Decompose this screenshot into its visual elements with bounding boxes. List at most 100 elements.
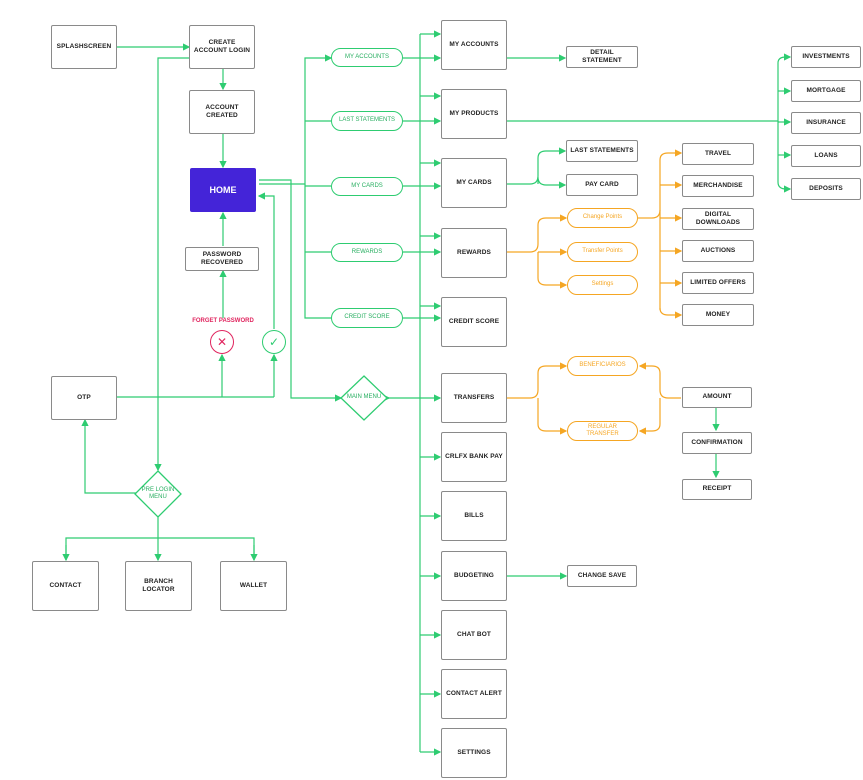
pill-regular-transfer-label: REGULAR TRANSFER (586, 423, 619, 437)
receipt-node[interactable]: RECEIPT (682, 479, 752, 500)
green-connectors (62, 30, 792, 756)
insurance-label: INSURANCE (806, 118, 846, 126)
auctions-label: AUCTIONS (700, 246, 736, 254)
my-products-label: MY PRODUCTS (449, 109, 499, 117)
pre-login-menu-label: PRE LOGIN MENU (141, 486, 175, 500)
travel-node[interactable]: TRAVEL (682, 143, 754, 165)
pill-credit-score-label: CREDIT SCORE (344, 314, 390, 321)
loans-label: LOANS (814, 151, 838, 159)
contact-alert-label: CONTACT ALERT (446, 689, 502, 697)
otp-label: OTP (77, 393, 91, 401)
pill-settings[interactable]: Settings (567, 275, 638, 295)
transfers-node[interactable]: TRANSFERS (441, 373, 507, 423)
amount-label: AMOUNT (702, 393, 732, 401)
my-products-node[interactable]: MY PRODUCTS (441, 89, 507, 139)
loans-node[interactable]: LOANS (791, 145, 861, 167)
digital-downloads-node[interactable]: DIGITAL DOWNLOADS (682, 208, 754, 230)
travel-label: TRAVEL (704, 149, 732, 157)
change-save-label: CHANGE SAVE (577, 571, 627, 579)
auctions-node[interactable]: AUCTIONS (682, 240, 754, 262)
pill-my-cards-label: MY CARDS (351, 182, 383, 189)
investments-node[interactable]: INVESTMENTS (791, 46, 861, 68)
account-created-node[interactable]: ACCOUNT CREATED (189, 90, 255, 134)
deposits-node[interactable]: DEPOSITS (791, 178, 861, 200)
pill-transfer-points[interactable]: Transfer Points (567, 242, 638, 262)
create-account-label: CREATE ACCOUNT LOGIN (193, 38, 251, 54)
pre-login-menu-diamond[interactable] (134, 470, 182, 518)
pill-change-points[interactable]: Change Points (567, 208, 638, 228)
pill-my-accounts-label: MY ACCOUNTS (345, 53, 389, 60)
budgeting-node[interactable]: BUDGETING (441, 551, 507, 601)
merchandise-label: MERCHANDISE (693, 181, 743, 189)
merchandise-node[interactable]: MERCHANDISE (682, 175, 754, 197)
transfers-label: TRANSFERS (453, 393, 495, 401)
limited-offers-node[interactable]: LIMITED OFFERS (682, 272, 754, 294)
create-account-node[interactable]: CREATE ACCOUNT LOGIN (189, 25, 255, 69)
change-save-node[interactable]: CHANGE SAVE (567, 565, 637, 587)
pill-last-statements[interactable]: LAST STATEMENTS (331, 111, 403, 131)
close-icon[interactable]: ✕ (210, 330, 234, 354)
rewards-label: REWARDS (457, 248, 491, 256)
crlfx-bank-pay-node[interactable]: CRLFX BANK PAY (441, 432, 507, 482)
chat-bot-node[interactable]: CHAT BOT (441, 610, 507, 660)
contact-alert-node[interactable]: CONTACT ALERT (441, 669, 507, 719)
crlfx-bank-pay-label: CRLFX BANK PAY (445, 452, 503, 460)
pill-my-cards[interactable]: MY CARDS (331, 177, 403, 196)
rewards-node[interactable]: REWARDS (441, 228, 507, 278)
main-menu-diamond[interactable] (340, 375, 388, 421)
settings-label: SETTINGS (457, 748, 491, 756)
insurance-node[interactable]: INSURANCE (791, 112, 861, 134)
home-label: HOME (209, 185, 237, 195)
pill-beneficiarios-label: BENEFICIARIOS (579, 362, 626, 369)
bills-node[interactable]: BILLS (441, 491, 507, 541)
digital-downloads-label: DIGITAL DOWNLOADS (695, 210, 741, 226)
pill-transfer-points-label: Transfer Points (582, 248, 623, 255)
pill-rewards-label: REWARDS (351, 248, 383, 255)
wallet-node[interactable]: WALLET (220, 561, 287, 611)
contact-label: CONTACT (49, 581, 82, 589)
splashscreen-node[interactable]: SPLASHSCREEN (51, 25, 117, 69)
credit-score-node[interactable]: CREDIT SCORE (441, 297, 507, 347)
detail-statement-node[interactable]: DETAIL STATEMENT (566, 46, 638, 68)
limited-offers-label: LIMITED OFFERS (690, 278, 746, 286)
pay-card-node[interactable]: PAY CARD (566, 174, 638, 196)
otp-node[interactable]: OTP (51, 376, 117, 420)
investments-label: INVESTMENTS (802, 52, 850, 60)
pill-settings-label: Settings (591, 281, 614, 288)
pill-credit-score[interactable]: CREDIT SCORE (331, 308, 403, 328)
password-recovered-label: PASSWORD RECOVERED (200, 250, 244, 266)
main-menu-label: MAIN MENU (346, 394, 382, 401)
orange-connectors (507, 149, 683, 435)
splashscreen-label: SPLASHSCREEN (56, 42, 112, 50)
last-statements-node[interactable]: LAST STATEMENTS (566, 140, 638, 162)
amount-node[interactable]: AMOUNT (682, 387, 752, 408)
my-cards-label: MY CARDS (456, 178, 492, 186)
home-node[interactable]: HOME (190, 168, 256, 212)
mortgage-node[interactable]: MORTGAGE (791, 80, 861, 102)
pill-beneficiarios[interactable]: BENEFICIARIOS (567, 356, 638, 376)
credit-score-label: CREDIT SCORE (448, 317, 500, 325)
confirmation-node[interactable]: CONFIRMATION (682, 432, 752, 454)
contact-node[interactable]: CONTACT (32, 561, 99, 611)
my-cards-node[interactable]: MY CARDS (441, 158, 507, 208)
my-accounts-node[interactable]: MY ACCOUNTS (441, 20, 507, 70)
wallet-label: WALLET (239, 581, 268, 589)
detail-statement-label: DETAIL STATEMENT (582, 48, 622, 64)
chat-bot-label: CHAT BOT (457, 630, 491, 638)
account-created-label: ACCOUNT CREATED (205, 103, 239, 119)
pill-regular-transfer[interactable]: REGULAR TRANSFER (567, 421, 638, 441)
budgeting-label: BUDGETING (454, 571, 494, 579)
settings-node[interactable]: SETTINGS (441, 728, 507, 778)
last-statements-label: LAST STATEMENTS (570, 146, 634, 154)
password-recovered-node[interactable]: PASSWORD RECOVERED (185, 247, 259, 271)
branch-locator-node[interactable]: BRANCH LOCATOR (125, 561, 192, 611)
pill-rewards[interactable]: REWARDS (331, 243, 403, 262)
pill-last-statements-label: LAST STATEMENTS (338, 117, 395, 124)
money-node[interactable]: MONEY (682, 304, 754, 326)
pill-change-points-label: Change Points (582, 214, 623, 221)
check-icon[interactable]: ✓ (262, 330, 286, 354)
pill-my-accounts[interactable]: MY ACCOUNTS (331, 48, 403, 67)
deposits-label: DEPOSITS (809, 184, 843, 192)
